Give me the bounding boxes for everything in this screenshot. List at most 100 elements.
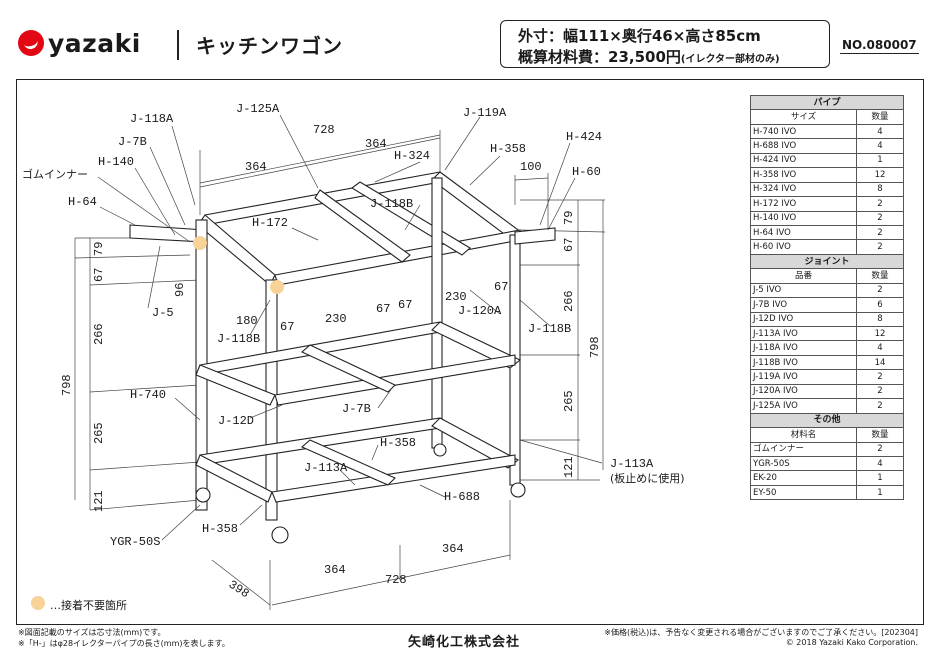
label-79-right: 79 — [562, 211, 576, 225]
label-67-right: 67 — [562, 238, 576, 252]
label-j12d: J-12D — [218, 414, 254, 428]
col-header-name: 材料名 — [750, 427, 857, 443]
label-798-left: 798 — [60, 374, 74, 396]
section-joint-title: ジョイント — [750, 253, 904, 270]
label-100: 100 — [520, 160, 542, 174]
label-364-a: 364 — [245, 160, 267, 174]
label-j118b-left: J-118B — [217, 332, 260, 346]
label-398: 398 — [226, 578, 252, 602]
label-728-top: 728 — [313, 123, 335, 137]
label-j125a: J-125A — [236, 102, 280, 116]
label-h740: H-740 — [130, 388, 166, 402]
label-728-bottom: 728 — [385, 573, 407, 587]
caster-wheels — [195, 443, 526, 544]
col-header-qty: 数量 — [856, 268, 904, 284]
col-header-qty: 数量 — [856, 427, 904, 443]
label-rubber-inner: ゴムインナー — [22, 167, 88, 181]
label-121-right: 121 — [562, 456, 576, 478]
label-j118b-right: J-118B — [528, 322, 571, 336]
label-j119a: J-119A — [463, 106, 507, 120]
leader-lines — [97, 114, 603, 541]
label-ygr50s: YGR-50S — [110, 535, 160, 549]
cost-text: 概算材料費：23,500円(イレクター部材のみ) — [518, 46, 780, 67]
label-798-right: 798 — [588, 336, 602, 358]
label-364-d: 364 — [442, 542, 464, 556]
section-pipe-title: パイプ — [750, 94, 904, 111]
copyright: © 2018 Yazaki Kako Corporation. — [785, 638, 918, 647]
brand-logo: yazaki — [18, 28, 141, 58]
label-96: 96 — [173, 283, 187, 297]
label-180: 180 — [236, 314, 258, 328]
col-header-name: 品番 — [750, 268, 857, 284]
document-number: NO.080007 — [840, 38, 919, 54]
price-note: ※価格(税込)は、予告なく変更される場合がございますのでご了承ください。[202… — [604, 628, 918, 637]
label-h64: H-64 — [68, 195, 97, 209]
label-230-b: 230 — [445, 290, 467, 304]
col-header-qty: 数量 — [856, 109, 904, 125]
label-h688: H-688 — [444, 490, 480, 504]
label-h60: H-60 — [572, 165, 601, 179]
glue-free-legend-dot — [31, 596, 45, 610]
label-67-b: 67 — [376, 302, 390, 316]
label-h358-mid: H-358 — [380, 436, 416, 450]
label-j120a: J-120A — [458, 304, 502, 318]
col-header-name: サイズ — [750, 109, 857, 125]
label-h358-top: H-358 — [490, 142, 526, 156]
label-67-c: 67 — [398, 298, 412, 312]
label-h324: H-324 — [394, 149, 430, 163]
label-j113a-note: (板止めに使用) — [610, 471, 685, 485]
section-other-title: その他 — [750, 412, 904, 429]
page-title: キッチンワゴン — [196, 34, 343, 58]
footer-note-1: ※図面記載のサイズは芯寸法(mm)です。 — [18, 628, 166, 637]
pipe-frame — [129, 171, 556, 521]
label-j7b-mid: J-7B — [342, 402, 371, 416]
cost-main: 概算材料費：23,500円 — [518, 48, 681, 66]
label-67-d: 67 — [494, 280, 508, 294]
label-121-left: 121 — [92, 490, 106, 512]
label-79-left: 79 — [92, 242, 106, 256]
label-j118b-top: J-118B — [370, 197, 413, 211]
label-266-left: 266 — [92, 323, 106, 345]
label-364-b: 364 — [365, 137, 387, 151]
label-h140: H-140 — [98, 155, 134, 169]
spec-box — [500, 20, 830, 68]
footer-note-2: ※「H-」はφ28イレクターパイプの長さ(mm)を表します。 — [18, 639, 230, 648]
label-j7b-top: J-7B — [118, 135, 147, 149]
title-divider — [177, 30, 179, 60]
label-j5: J-5 — [152, 306, 174, 320]
label-67-a: 67 — [280, 320, 294, 334]
label-j118a: J-118A — [130, 112, 174, 126]
company-name: 矢崎化工株式会社 — [408, 635, 521, 650]
label-j113a-mid: J-113A — [304, 461, 348, 475]
glue-free-legend-text: …接着不要箇所 — [50, 599, 127, 612]
label-230-a: 230 — [325, 312, 347, 326]
label-265-left: 265 — [92, 422, 106, 444]
label-h172: H-172 — [252, 216, 288, 230]
dimensions-text: 外寸：幅111×奥行46×高さ85cm — [518, 27, 761, 45]
label-266-right: 266 — [562, 290, 576, 312]
label-364-c: 364 — [324, 563, 346, 577]
drawing-frame — [16, 79, 924, 625]
brand-name: yazaki — [48, 28, 141, 58]
label-67-left: 67 — [92, 268, 106, 282]
